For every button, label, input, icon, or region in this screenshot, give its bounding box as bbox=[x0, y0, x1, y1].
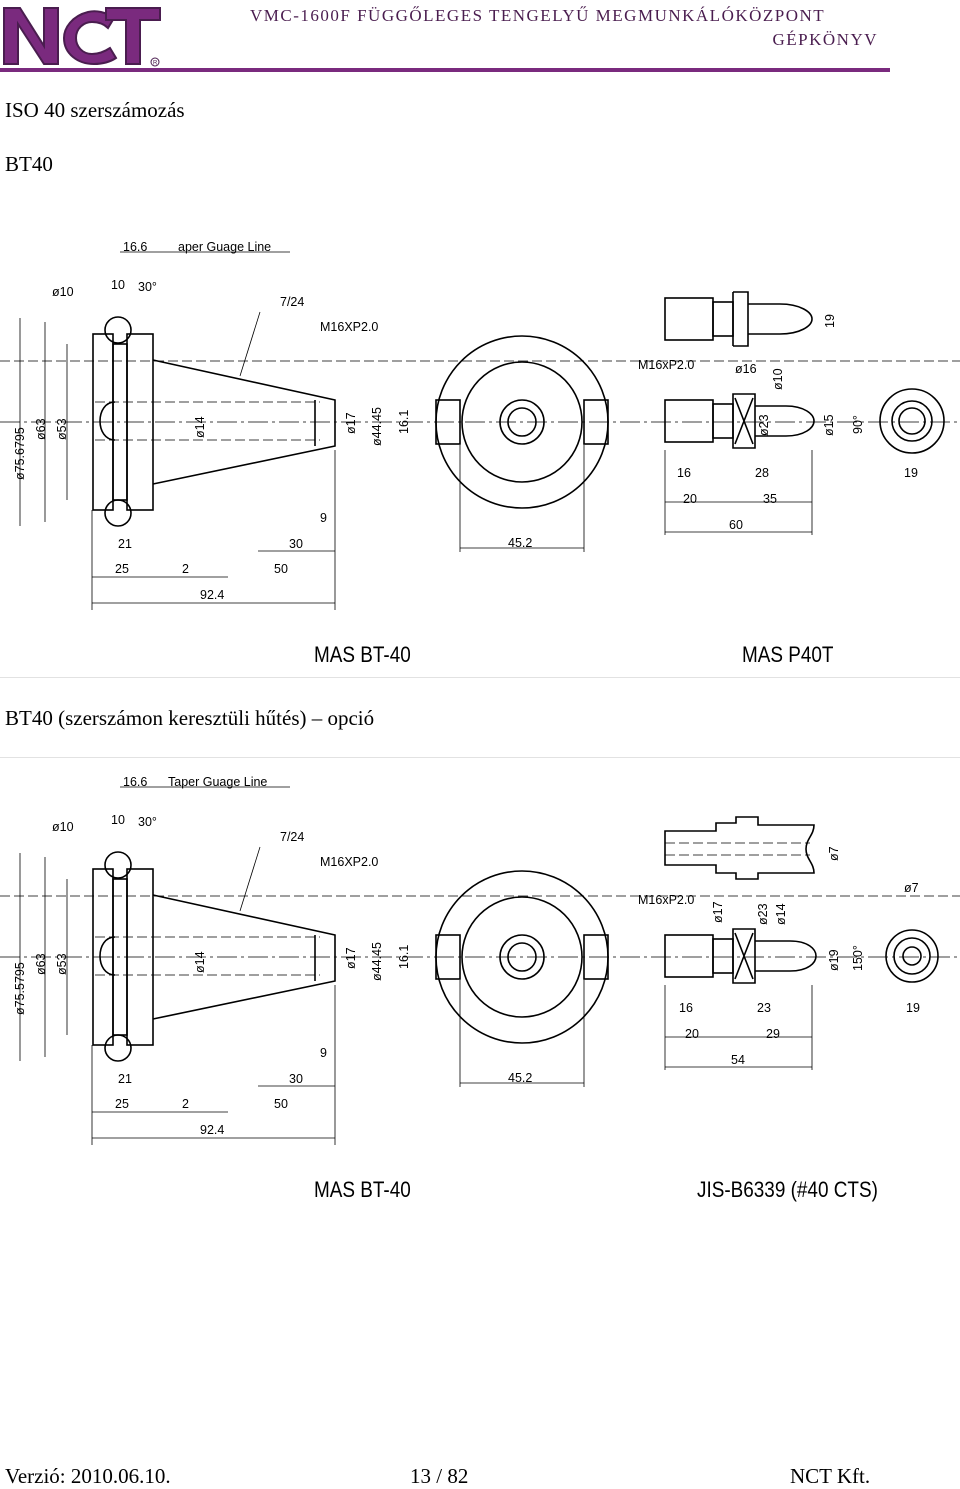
header-rule bbox=[0, 68, 890, 72]
dim-25: 25 bbox=[115, 1097, 129, 1111]
dim-25: 25 bbox=[115, 562, 129, 576]
dim-pull-19: 19 bbox=[906, 1001, 920, 1015]
dim-d10: ø10 bbox=[52, 820, 74, 834]
dim-9: 9 bbox=[320, 511, 327, 525]
dim-pull-d16: ø16 bbox=[735, 362, 757, 376]
dim-45-2: 45.2 bbox=[508, 536, 532, 550]
dim-taper: 7/24 bbox=[280, 830, 304, 844]
dim-pull-16: 16 bbox=[679, 1001, 693, 1015]
dim-30-deg: 30° bbox=[138, 815, 157, 829]
dim-pull-28: 28 bbox=[755, 466, 769, 480]
dim-21: 21 bbox=[118, 1072, 132, 1086]
dim-pull-d10: ø10 bbox=[771, 368, 785, 390]
dim-9: 9 bbox=[320, 1046, 327, 1060]
bt40-coolant-technical-drawing: 16.6 Taper Guage Line ø10 10 30° 7/24 M1… bbox=[0, 775, 960, 1145]
dim-pull-16: 16 bbox=[677, 466, 691, 480]
dim-thread: M16XP2.0 bbox=[320, 320, 378, 334]
dim-92-4: 92.4 bbox=[200, 588, 224, 602]
dim-2: 2 bbox=[182, 1097, 189, 1111]
dim-d63: ø63 bbox=[34, 953, 48, 975]
dim-pull-23: 23 bbox=[757, 1001, 771, 1015]
dim-pull-29: 29 bbox=[766, 1027, 780, 1041]
dim-pull-d23: ø23 bbox=[757, 414, 771, 436]
footer-version: Verzió: 2010.06.10. bbox=[5, 1464, 171, 1488]
dim-gauge-line: Taper Guage Line bbox=[168, 775, 267, 789]
dim-d44: ø44.45 bbox=[370, 407, 384, 446]
dim-d53: ø53 bbox=[55, 418, 69, 440]
dim-d44: ø44.45 bbox=[370, 942, 384, 981]
dim-d75: ø75.5795 bbox=[13, 962, 27, 1015]
dim-30-deg: 30° bbox=[138, 280, 157, 294]
nct-logo: R bbox=[3, 7, 161, 67]
svg-text:R: R bbox=[153, 61, 158, 67]
dim-10: 10 bbox=[111, 278, 125, 292]
caption-mas-bt40-coolant: MAS BT-40 bbox=[314, 1177, 411, 1202]
dim-92-4: 92.4 bbox=[200, 1123, 224, 1137]
dim-45-2: 45.2 bbox=[508, 1071, 532, 1085]
footer-page-number: 13 / 82 bbox=[410, 1464, 469, 1488]
dim-thread: M16XP2.0 bbox=[320, 855, 378, 869]
section-title: ISO 40 szerszámozás bbox=[5, 98, 185, 122]
dim-pull-60: 60 bbox=[729, 518, 743, 532]
dim-pull-35: 35 bbox=[763, 492, 777, 506]
dim-pull-20: 20 bbox=[683, 492, 697, 506]
dim-d17: ø17 bbox=[344, 412, 358, 434]
dim-taper: 7/24 bbox=[280, 295, 304, 309]
dim-pull-d19: ø19 bbox=[827, 949, 841, 971]
dim-pull-d14: ø14 bbox=[774, 903, 788, 925]
dim-pull-19b: 19 bbox=[904, 466, 918, 480]
dim-d17: ø17 bbox=[344, 947, 358, 969]
dim-d10: ø10 bbox=[52, 285, 74, 299]
dim-pull-d17: ø17 bbox=[711, 901, 725, 923]
dim-d14: ø14 bbox=[193, 416, 207, 438]
dim-d53: ø53 bbox=[55, 953, 69, 975]
dim-pull-d7b: ø7 bbox=[904, 881, 919, 895]
dim-16-1: 16.1 bbox=[397, 410, 411, 434]
dim-d75: ø75.6795 bbox=[13, 427, 27, 480]
dim-16-1: 16.1 bbox=[397, 945, 411, 969]
dim-16-6: 16.6 bbox=[123, 775, 147, 789]
dim-pull-90: 90° bbox=[851, 415, 865, 434]
coolant-section-title: BT40 (szerszámon keresztüli hűtés) – opc… bbox=[5, 706, 375, 730]
dim-d14: ø14 bbox=[193, 951, 207, 973]
divider bbox=[0, 677, 960, 678]
dim-50: 50 bbox=[274, 1097, 288, 1111]
dim-pull-d23: ø23 bbox=[756, 903, 770, 925]
divider bbox=[0, 757, 960, 758]
dim-2: 2 bbox=[182, 562, 189, 576]
dim-d63: ø63 bbox=[34, 418, 48, 440]
dim-pull-d15: ø15 bbox=[822, 414, 836, 436]
dim-pull-54: 54 bbox=[731, 1053, 745, 1067]
header-subtitle: GÉPKÖNYV bbox=[772, 30, 878, 49]
dim-pull-19: 19 bbox=[823, 314, 837, 328]
section-subtitle: BT40 bbox=[5, 152, 53, 176]
dim-50: 50 bbox=[274, 562, 288, 576]
dim-gauge-line: aper Guage Line bbox=[178, 240, 271, 254]
caption-mas-bt40: MAS BT-40 bbox=[314, 642, 411, 667]
dim-16-6: 16.6 bbox=[123, 240, 147, 254]
dim-pull-20: 20 bbox=[685, 1027, 699, 1041]
caption-jis-b6339: JIS-B6339 (#40 CTS) bbox=[697, 1177, 878, 1202]
caption-mas-p40t: MAS P40T bbox=[742, 642, 834, 667]
dim-pull-150: 150° bbox=[851, 945, 865, 971]
header-title: VMC-1600F FÜGGŐLEGES TENGELYŰ MEGMUNKÁLÓ… bbox=[250, 6, 826, 25]
dim-pull-thread: M16xP2.0 bbox=[638, 358, 694, 372]
dim-pull-thread: M16xP2.0 bbox=[638, 893, 694, 907]
footer-company: NCT Kft. bbox=[790, 1464, 871, 1488]
dim-30: 30 bbox=[289, 537, 303, 551]
bt40-technical-drawing: 16.6 aper Guage Line ø10 10 30° 7/24 M16… bbox=[0, 240, 960, 610]
dim-30: 30 bbox=[289, 1072, 303, 1086]
dim-pull-d7: ø7 bbox=[827, 846, 841, 861]
dim-21: 21 bbox=[118, 537, 132, 551]
dim-10: 10 bbox=[111, 813, 125, 827]
